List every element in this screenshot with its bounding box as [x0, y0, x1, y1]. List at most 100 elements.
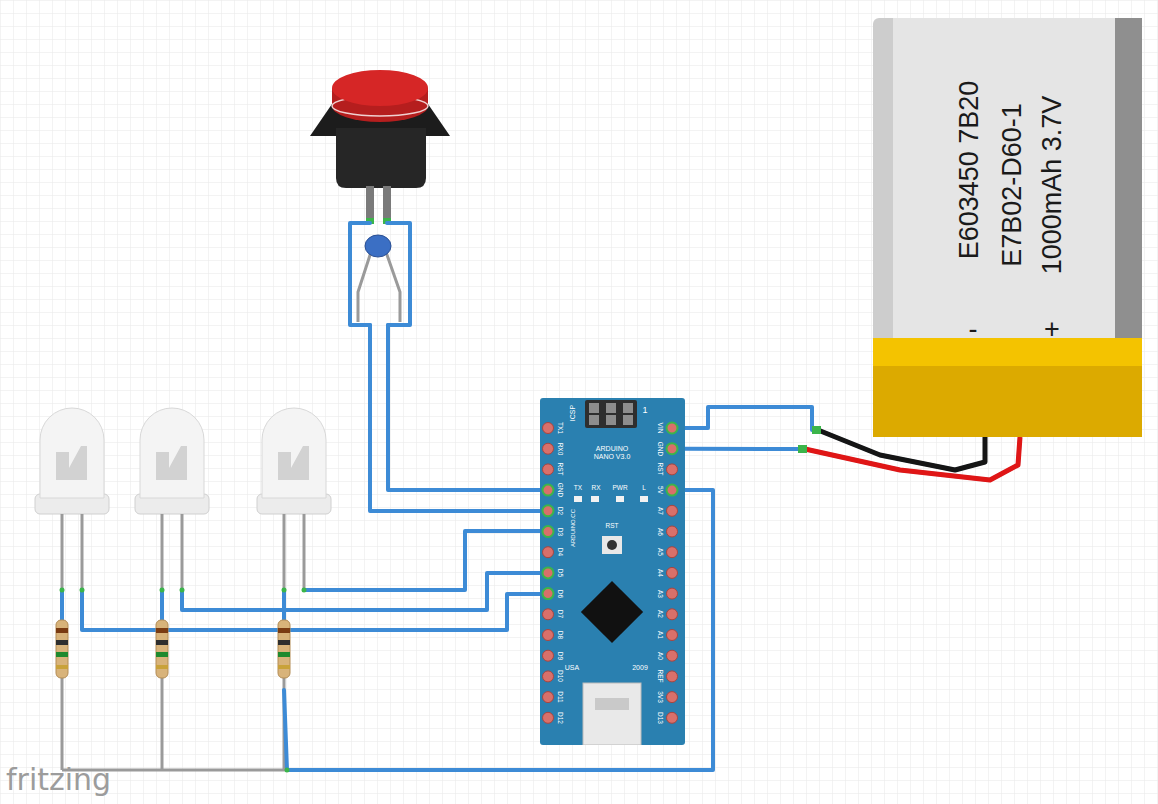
nano-board-art — [543, 671, 554, 682]
jumper-wire — [358, 323, 370, 327]
resistor-symbol — [156, 665, 168, 669]
led-symbol — [257, 408, 331, 590]
nano-board-art — [667, 692, 678, 703]
wire-end — [60, 588, 65, 593]
nano-board-art — [543, 630, 554, 641]
resistor-symbol — [156, 628, 168, 633]
pin-label: RST — [656, 463, 663, 476]
nano-board-art — [581, 581, 643, 643]
capacitor-symbol — [358, 252, 371, 322]
lead-tip — [812, 426, 821, 434]
jumper-wire — [388, 325, 548, 490]
resistor-symbol — [156, 652, 168, 657]
battery-body — [873, 338, 1142, 366]
led-symbol — [161, 514, 164, 590]
nano-board-art — [543, 650, 554, 661]
battery-marking: E603450 7B20 — [954, 81, 985, 260]
battery-pack: E603450 7B20 E7B02-D60-1 1000mAh 3.7V - + — [873, 18, 1142, 437]
nano-board-art — [589, 403, 599, 413]
pin-label: A6 — [656, 528, 663, 536]
pin-label: RST — [556, 463, 563, 476]
polarity-mark: + — [1044, 314, 1060, 345]
pin-label: A3 — [656, 590, 663, 598]
nano-board-art — [543, 423, 554, 434]
nano-board-art — [585, 400, 637, 428]
led-symbol — [81, 514, 84, 590]
resistor-symbol — [278, 665, 290, 669]
nano-board-art — [640, 496, 648, 502]
pin-label: D2 — [556, 507, 563, 515]
push-button — [336, 128, 426, 188]
battery-body — [873, 366, 1142, 437]
wire-end — [80, 588, 85, 593]
nano-board-art — [543, 547, 554, 558]
nano-board-art — [543, 423, 678, 724]
board-label: 1 — [642, 405, 647, 415]
push-button — [366, 186, 374, 224]
capacitor-symbol — [386, 252, 400, 322]
resistor-symbol — [56, 652, 68, 657]
nano-board-art — [607, 540, 617, 550]
pin-label: RX0 — [556, 442, 563, 455]
resistor-symbol — [278, 640, 290, 645]
nano-board-art — [543, 505, 554, 516]
nano-board-art — [667, 567, 678, 578]
pin-label: GND — [556, 483, 563, 497]
nano-board-art — [574, 496, 582, 502]
pin-label: A4 — [656, 569, 663, 577]
nano-board-art — [667, 671, 678, 682]
nano-board-art — [543, 443, 554, 454]
board-label: ARDUINO.CC — [570, 509, 577, 547]
nano-board-art — [667, 485, 678, 496]
wire-end — [302, 588, 307, 593]
watermark: fritzing — [6, 762, 111, 797]
push-button — [383, 186, 391, 224]
resistor-symbol — [56, 665, 68, 669]
battery-body — [873, 18, 1142, 437]
pin-label: TX1 — [556, 422, 563, 434]
pin-label: D13 — [656, 712, 663, 724]
pin-label: GND — [656, 441, 663, 455]
resistor-symbol — [156, 620, 168, 678]
nano-board-art — [623, 415, 633, 425]
pin-label: D11 — [556, 691, 563, 702]
pin-label: D3 — [556, 527, 563, 535]
nano-board-art — [543, 464, 554, 475]
pin-label: A1 — [656, 631, 663, 639]
button-label: RST — [606, 522, 619, 529]
resistor-symbol — [156, 640, 168, 645]
resistor-symbol — [278, 652, 290, 657]
jumper-wire — [282, 590, 286, 620]
pin-label: A5 — [656, 548, 663, 556]
jumper-wire — [82, 590, 548, 630]
nano-board-art — [606, 403, 616, 413]
led-symbol — [278, 446, 309, 480]
led-symbol — [140, 408, 204, 498]
wire-end — [180, 588, 185, 593]
pin-label: A2 — [656, 610, 663, 618]
capacitor-symbol — [358, 235, 400, 322]
nano-board-art — [543, 485, 554, 496]
board-label: ICSP — [569, 405, 577, 421]
nano-board-art — [623, 403, 633, 413]
nano-board-art — [667, 630, 678, 641]
polarity-mark: - — [969, 314, 978, 345]
wire-end — [282, 588, 287, 593]
wire-end — [160, 588, 165, 593]
battery-marking: E7B02-D60-1 — [997, 103, 1028, 267]
pin-label: D6 — [556, 589, 563, 597]
led-symbol — [283, 514, 286, 590]
led-label: TX — [574, 484, 582, 491]
nano-board-art — [667, 464, 678, 475]
led-symbol — [181, 514, 184, 590]
nano-board-art — [667, 588, 678, 599]
nano-board-art — [543, 692, 554, 703]
led-symbol — [262, 408, 326, 498]
pin-label: D9 — [556, 652, 563, 660]
battery-marking: 1000mAh 3.7V — [1037, 96, 1068, 275]
battery-body — [893, 18, 1115, 338]
wire-end — [60, 588, 307, 773]
